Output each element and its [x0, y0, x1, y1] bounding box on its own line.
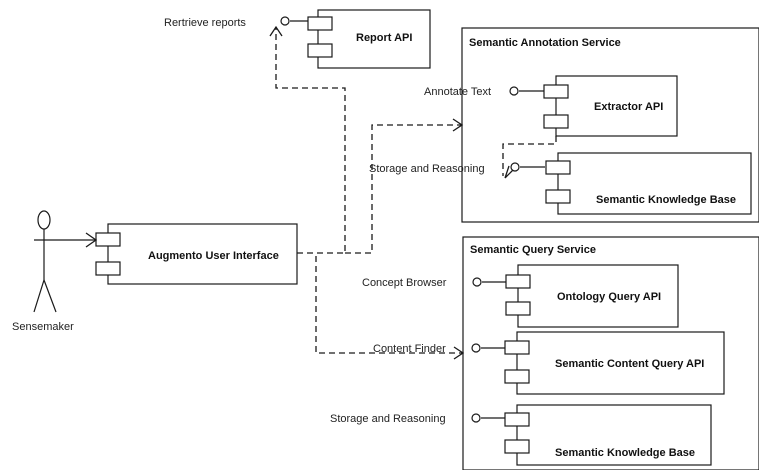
semantic-query-service-title: Semantic Query Service [470, 244, 596, 256]
semantic-content-query-api-component: Semantic Content Query API [471, 331, 725, 395]
retrieve-reports-interface-icon [280, 16, 290, 26]
storage-reasoning-query-interface-icon [471, 413, 481, 423]
augmento-ui-label: Augmento User Interface [148, 250, 279, 262]
storage-reasoning-query-label: Storage and Reasoning [330, 413, 446, 425]
extractor-api-label: Extractor API [594, 101, 663, 113]
retrieve-reports-label: Rertrieve reports [164, 17, 246, 29]
ui-to-report-api-dependency [275, 27, 346, 254]
ontology-query-api-label: Ontology Query API [557, 291, 661, 303]
content-finder-interface-icon [471, 343, 481, 353]
storage-reasoning-annotation-interface-icon [510, 162, 520, 172]
concept-browser-label: Concept Browser [362, 277, 447, 289]
semantic-kb-query-component: Semantic Knowledge Base [471, 404, 712, 466]
annotate-text-label: Annotate Text [424, 86, 491, 98]
ui-to-content-finder-dependency [315, 256, 463, 354]
report-api-label: Report API [356, 32, 412, 44]
report-api-component: Report API [280, 9, 431, 69]
storage-reasoning-annotation-label: Storage and Reasoning [369, 163, 485, 175]
ontology-query-api-component: Ontology Query API [472, 264, 679, 328]
concept-browser-interface-icon [472, 277, 482, 287]
semantic-annotation-service-title: Semantic Annotation Service [469, 37, 621, 49]
annotate-text-interface-icon [509, 86, 519, 96]
semantic-kb-annotation-label: Semantic Knowledge Base [596, 194, 736, 206]
content-finder-label: Content Finder [373, 343, 446, 355]
sensemaker-label: Sensemaker [12, 321, 74, 333]
actor-ui-association [68, 232, 98, 248]
sensemaker-actor-icon [33, 210, 68, 313]
augmento-ui-component: Augmento User Interface [95, 223, 298, 285]
semantic-kb-annotation-component: Semantic Knowledge Base [510, 152, 752, 215]
ui-to-annotate-text-dependency [345, 124, 462, 254]
semantic-content-query-api-label: Semantic Content Query API [555, 358, 704, 370]
extractor-api-component: Extractor API [509, 75, 678, 137]
semantic-kb-query-label: Semantic Knowledge Base [555, 447, 695, 459]
